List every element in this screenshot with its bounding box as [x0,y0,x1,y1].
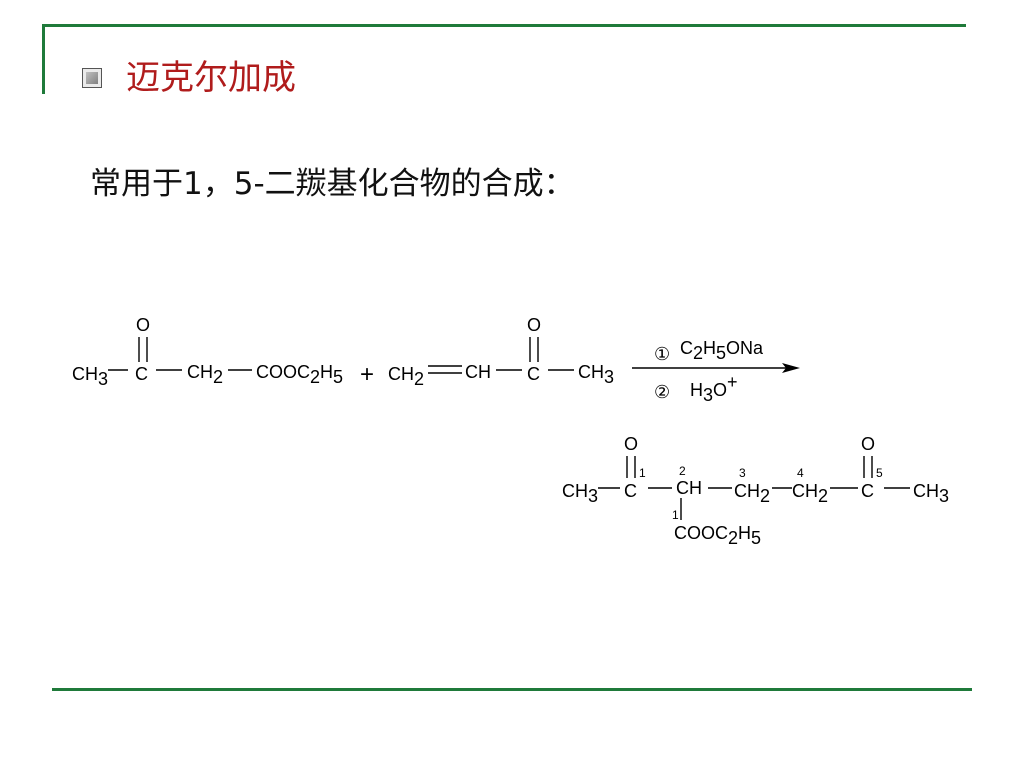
reaction-arrow-group: ① C2H5ONa ② H3O+ [632,338,800,405]
reactant2-group-ch3: CH3 [578,362,614,387]
locant-3: 3 [739,466,746,480]
square-bullet-icon [82,68,102,88]
slide-title: 迈克尔加成 [126,58,296,98]
product: O O 1 2 3 4 5 1 CH3 C CH [562,434,949,548]
locant-branch-1: 1 [672,508,679,522]
locant-5: 5 [876,466,883,480]
reactant1-group-ch3: CH3 [72,364,108,389]
product-group-ch: CH [676,478,702,498]
reactant1-group-c: C [135,364,148,384]
locant-4: 4 [797,466,804,480]
product-group-c1: C [624,481,637,501]
locant-2: 2 [679,464,686,478]
condition-2-marker: ② [654,382,670,402]
frame-left-line [42,24,45,94]
locant-1: 1 [639,466,646,480]
product-oxygen-1: O [624,434,638,454]
product-group-ch2-b: CH2 [792,481,828,506]
slide-subtitle: 常用于1，5-二羰基化合物的合成： [90,166,575,202]
reactant2-group-ch: CH [465,362,491,382]
product-group-ch3-right: CH3 [913,481,949,506]
product-group-ch3-left: CH3 [562,481,598,506]
condition-2-reagent: H3O+ [690,372,738,405]
product-oxygen-2: O [861,434,875,454]
product-group-c5: C [861,481,874,501]
reactant2-oxygen: O [527,315,541,335]
reactant2-group-c: C [527,364,540,384]
condition-1-marker: ① [654,344,670,364]
reactant1-group-ester: COOC2H5 [256,362,343,387]
product-group-ch2-a: CH2 [734,481,770,506]
frame-bottom-line [52,688,972,691]
frame-top-line [42,24,966,27]
plus-sign: + [360,361,374,388]
product-branch-ester: COOC2H5 [674,523,761,548]
reactant2-group-ch2: CH2 [388,364,424,389]
reaction-arrow-head-icon [782,363,800,373]
reactant-2: O CH2 CH C CH3 [388,315,614,389]
reactant-1: O CH3 C CH2 COOC2H5 [72,315,343,389]
reactant1-group-ch2: CH2 [187,362,223,387]
condition-1-reagent: C2H5ONa [680,338,764,363]
reactant1-oxygen: O [136,315,150,335]
